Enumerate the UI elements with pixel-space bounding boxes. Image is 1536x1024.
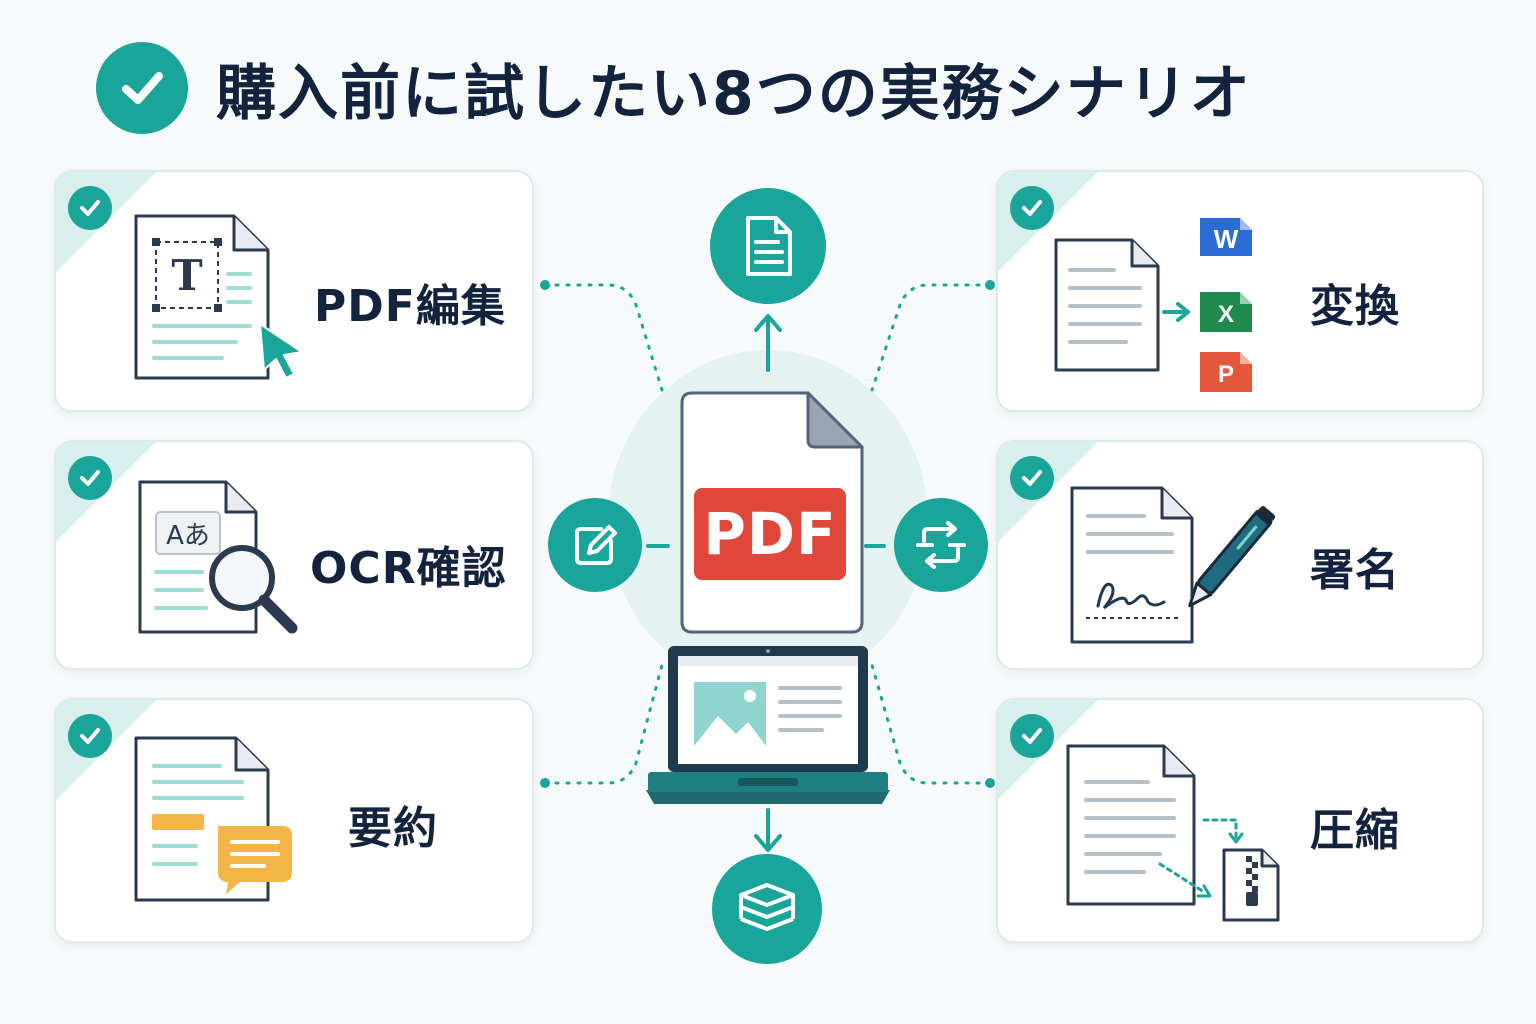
layers-node-icon <box>712 854 822 964</box>
check-icon <box>1010 456 1054 500</box>
card-label: 要約 <box>348 803 438 854</box>
card-label: 圧縮 <box>1310 805 1400 856</box>
check-icon <box>1010 714 1054 758</box>
title-check-icon <box>96 42 188 134</box>
card-sign[interactable]: 署名 <box>996 440 1484 670</box>
card-label: 署名 <box>1310 545 1400 596</box>
document-node-icon <box>710 188 826 304</box>
excel-letter: X <box>1218 301 1234 328</box>
pdf-badge: PDF <box>694 488 846 580</box>
text-edit-document-icon: T <box>134 214 303 380</box>
edit-glyph: T <box>171 251 202 300</box>
card-label: 変換 <box>1310 281 1400 332</box>
check-icon <box>68 714 112 758</box>
convert-node-icon <box>894 498 988 592</box>
ocr-magnifier-document-icon: Aあ <box>138 480 298 634</box>
card-convert[interactable]: W X P 変換 <box>996 170 1484 412</box>
card-ocr[interactable]: Aあ OCR確認 <box>54 440 534 670</box>
word-letter: W <box>1214 224 1239 254</box>
dotted-connectors <box>543 283 992 785</box>
ppt-letter: P <box>1218 361 1234 388</box>
edit-node-icon <box>548 498 642 592</box>
check-icon <box>68 186 112 230</box>
card-summary[interactable]: 要約 <box>54 698 534 943</box>
page-title: 購入前に試したい8つの実務シナリオ <box>216 58 1252 129</box>
card-compress[interactable]: 圧縮 <box>996 698 1484 943</box>
summary-chat-document-icon <box>134 736 292 902</box>
check-icon <box>1010 186 1054 230</box>
laptop-icon <box>646 646 890 804</box>
compress-zip-icon <box>1066 744 1280 922</box>
hub-arrows <box>646 314 886 852</box>
title-row: 購入前に試したい8つの実務シナリオ <box>96 40 1252 136</box>
signature-pen-icon <box>1070 486 1276 644</box>
convert-office-icon: W X P <box>1054 218 1252 392</box>
card-label: PDF編集 <box>314 281 506 332</box>
check-icon <box>68 456 112 500</box>
card-label: OCR確認 <box>310 543 507 594</box>
card-pdf-edit[interactable]: T PDF編集 <box>54 170 534 412</box>
ocr-glyph: Aあ <box>166 521 210 551</box>
